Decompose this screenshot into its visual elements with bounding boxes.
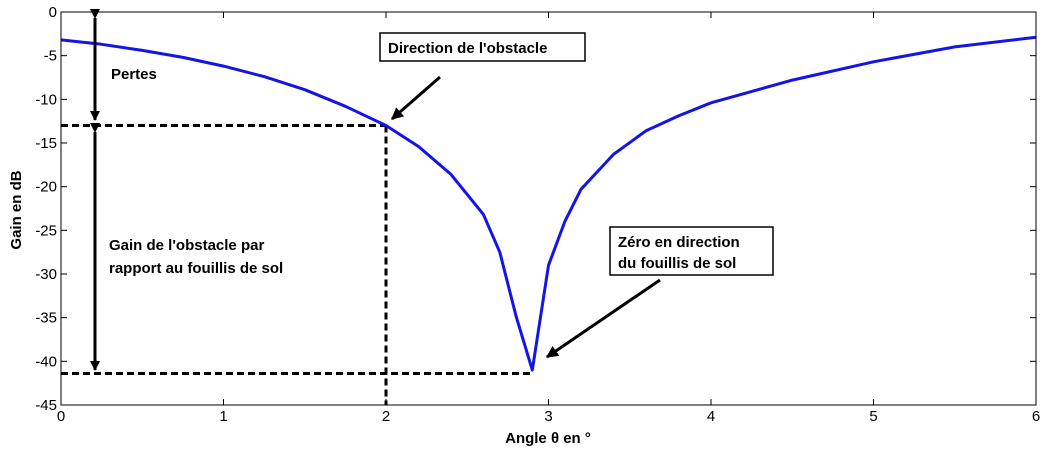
- y-tick-label: -20: [35, 179, 57, 196]
- x-tick-label: 6: [1032, 408, 1040, 425]
- y-tick-label: -30: [35, 266, 57, 283]
- x-tick-label: 0: [57, 408, 65, 425]
- x-axis-label: Angle θ en °: [505, 430, 591, 447]
- y-tick-label: -10: [35, 91, 57, 108]
- reference-lines: [61, 124, 533, 405]
- y-tick-label: -15: [35, 135, 57, 152]
- y-axis-label: Gain en dB: [8, 170, 25, 249]
- x-tick-label: 5: [869, 408, 877, 425]
- y-tick-label: -45: [35, 397, 57, 414]
- x-tick-label: 4: [707, 408, 715, 425]
- x-tick-label: 1: [219, 408, 227, 425]
- y-tick-label: -5: [44, 48, 57, 65]
- x-tick-label: 2: [382, 408, 390, 425]
- y-tick-label: 0: [49, 4, 57, 21]
- annotation-obstacle-gain-line1: Gain de l'obstacle par: [109, 237, 264, 254]
- annotation-zero-line2: du fouillis de sol: [618, 255, 736, 272]
- annotation-losses: Pertes: [111, 66, 157, 83]
- zero-direction-box: [609, 226, 774, 276]
- annotation-zero-line1: Zéro en direction: [618, 234, 740, 251]
- axes: 0 1 2 3 4 5 6 0 -5 -10 -15 -20 -25 -30 -35 -40 -45: [35, 4, 1040, 425]
- series-line-0: [60, 35, 1037, 372]
- obstacle-direction-box: [379, 32, 586, 62]
- annotation-obstacle-direction: Direction de l'obstacle: [388, 40, 547, 57]
- obstacle-direction-arrow: [391, 75, 441, 121]
- y-tick-label: -40: [35, 353, 57, 370]
- zero-direction-arrow: [546, 278, 661, 359]
- x-tick-label: 3: [544, 408, 552, 425]
- series-layer: [60, 35, 1037, 372]
- plot-frame: [60, 11, 1037, 406]
- y-tick-label: -25: [35, 222, 57, 239]
- annotation-obstacle-gain-line2: rapport au fouillis de sol: [109, 260, 283, 277]
- y-tick-label: -35: [35, 310, 57, 327]
